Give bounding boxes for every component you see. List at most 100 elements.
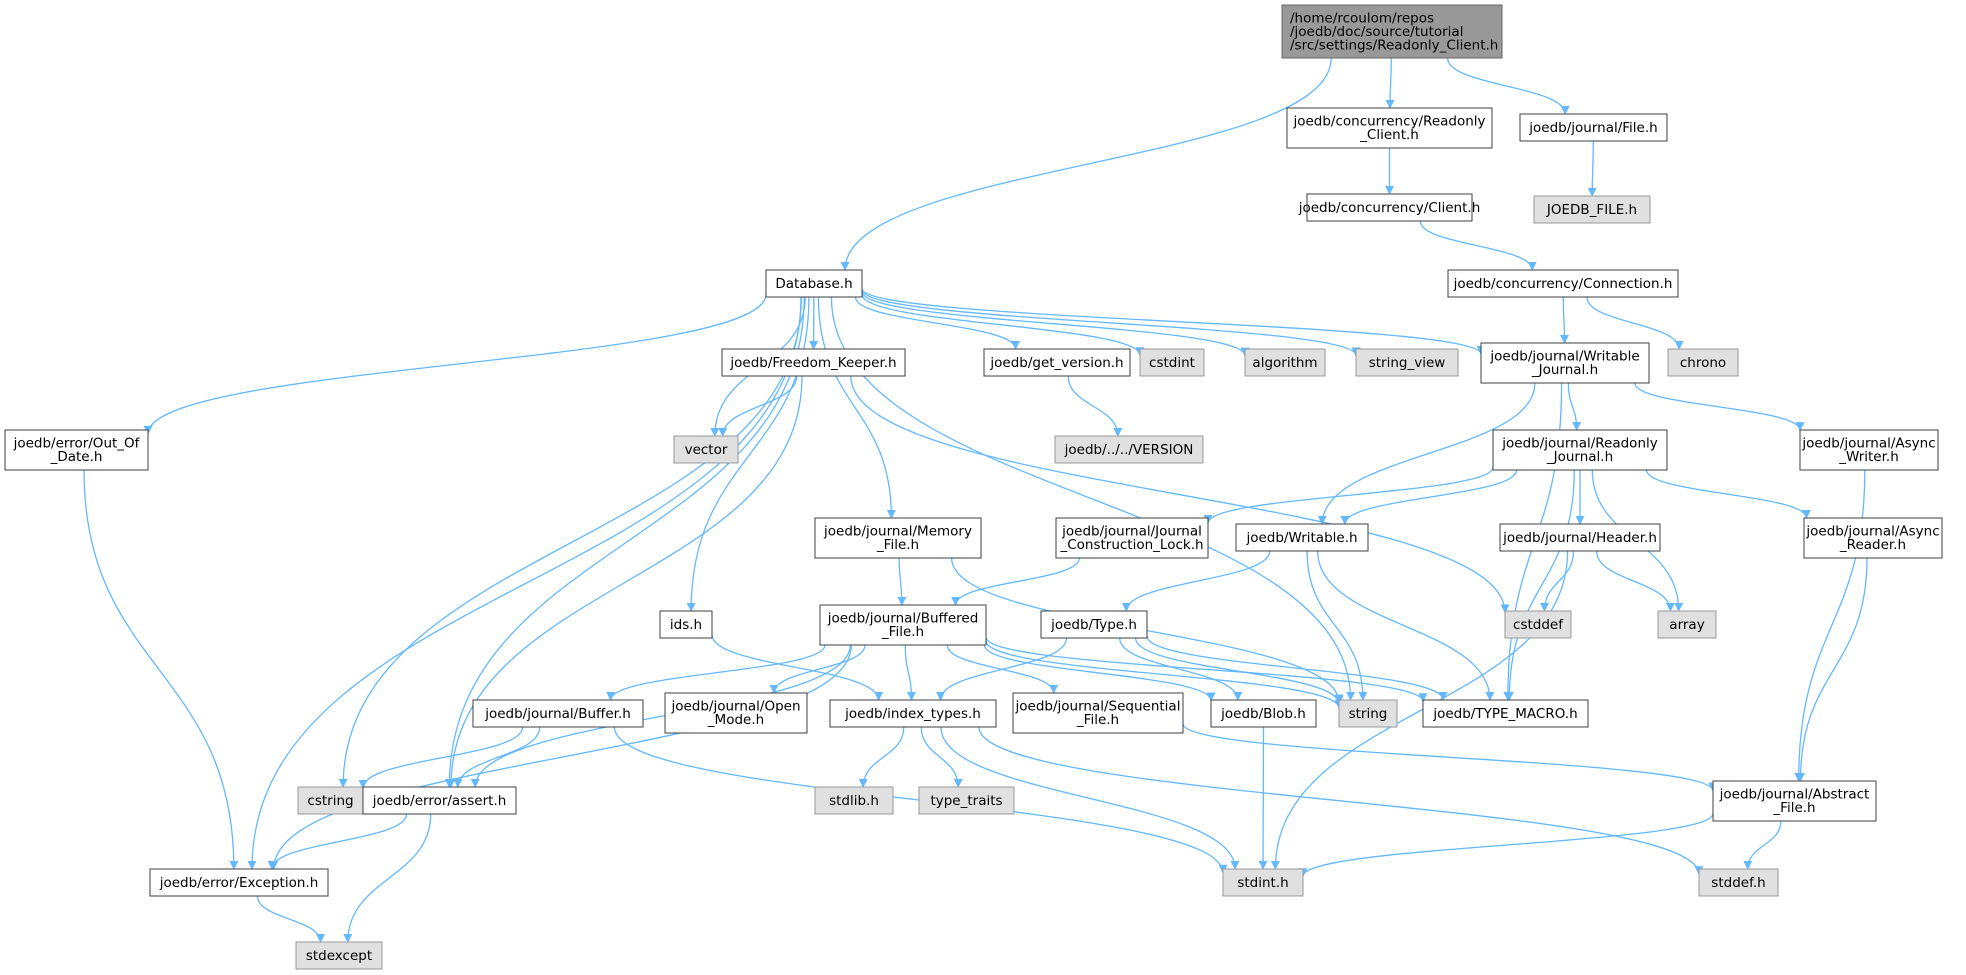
edge-freedom_keeper-to-vector [718, 375, 798, 437]
node-label-line: _Journal.h [1546, 449, 1613, 465]
node-label-line: /home/rcoulom/repos [1290, 10, 1434, 26]
node-label-line: cstring [307, 793, 353, 809]
node-get-version[interactable]: joedb/get_version.h [983, 348, 1131, 377]
node-label-line: joedb/error/assert.h [372, 793, 507, 809]
node-abstract-file[interactable]: joedb/journal/Abstract_File.h [1712, 780, 1877, 822]
edge-index_types-to-stddef_h [978, 726, 1704, 876]
edge-root-to-conc_readonly [1385, 57, 1395, 109]
node-freedom-keeper[interactable]: joedb/Freedom_Keeper.h [721, 348, 906, 377]
node-journal-file[interactable]: joedb/journal/File.h [1519, 113, 1668, 142]
node-box [4, 429, 149, 471]
node-box [819, 604, 987, 646]
node-label-line: joedb/error/Out_Of [13, 436, 141, 452]
edge-buffered_file-to-type_macro [985, 636, 1428, 703]
node-box [1447, 269, 1679, 298]
node-readonly-journal[interactable]: joedb/journal/Readonly_Journal.h [1492, 429, 1668, 471]
edge-abstract_file-to-stddef_h [1743, 820, 1782, 870]
edge-writable_journal-to-async_writer [1634, 382, 1805, 432]
node-box [1012, 692, 1184, 734]
edge-buffered_file-to-exception_h [269, 644, 853, 870]
node-stdlib: stdlib.h [814, 786, 894, 815]
node-buffered-file[interactable]: joedb/journal/Buffered_File.h [819, 604, 987, 646]
edge-abstract_file-to-stdint_h [1298, 813, 1714, 878]
node-sequential-file[interactable]: joedb/journal/Sequential_File.h [1012, 692, 1184, 734]
node-type-macro[interactable]: joedb/TYPE_MACRO.h [1422, 699, 1589, 728]
node-box [673, 435, 739, 464]
node-assert-h[interactable]: joedb/error/assert.h [362, 786, 517, 815]
edge-database-to-cstring [338, 296, 803, 788]
node-label-line: joedb/TYPE_MACRO.h [1432, 706, 1577, 722]
node-label-line: joedb/journal/Header.h [1502, 530, 1657, 546]
node-label-line: joedb/index_types.h [844, 706, 981, 722]
node-open-mode[interactable]: joedb/journal/Open_Mode.h [664, 692, 808, 734]
node-box [1338, 699, 1398, 728]
node-async-writer[interactable]: joedb/journal/Async_Writer.h [1799, 429, 1939, 471]
node-cstring: cstring [297, 786, 364, 815]
edges-layer [83, 57, 1868, 943]
node-label-line: /src/settings/Readonly_Client.h [1290, 37, 1498, 53]
edge-buffered_file-to-sequential_file [946, 644, 1059, 694]
node-label-line: stdlib.h [829, 793, 879, 809]
node-label-line: cstdint [1149, 355, 1195, 371]
node-label-line: type_traits [930, 793, 1002, 809]
node-writable-h[interactable]: joedb/Writable.h [1235, 523, 1369, 552]
edge-header_h-to-stdint_h [1270, 550, 1569, 870]
edge-get_version-to-version [1067, 375, 1123, 437]
node-box [1657, 610, 1717, 639]
node-box [295, 941, 383, 970]
node-memory-file[interactable]: joedb/journal/Memory_File.h [814, 517, 982, 559]
node-vector: vector [673, 435, 739, 464]
node-construction-lock[interactable]: joedb/journal/Journal_Construction_Lock.… [1055, 517, 1209, 559]
edge-buffer_h-to-cstring [358, 726, 524, 790]
node-version: joedb/../../VERSION [1054, 435, 1204, 464]
node-box [1480, 342, 1650, 384]
edge-writable_journal-to-readonly_journal [1567, 382, 1582, 431]
node-label-line: joedb/journal/Memory [823, 524, 972, 540]
edge-buffered_file-to-assert_h [470, 644, 851, 788]
node-conc-client[interactable]: joedb/concurrency/Client.h [1298, 193, 1481, 222]
node-label-line: _Construction_Lock.h [1059, 537, 1203, 553]
node-box [1210, 699, 1317, 728]
node-cstdint: cstdint [1139, 348, 1205, 377]
node-conc-connection[interactable]: joedb/concurrency/Connection.h [1447, 269, 1679, 298]
edge-conc_connection-to-chrono [1586, 296, 1684, 350]
node-label-line: algorithm [1252, 355, 1317, 371]
node-box [1281, 4, 1503, 59]
node-box [1235, 523, 1369, 552]
node-box [918, 786, 1015, 815]
node-box [664, 692, 808, 734]
node-index-types[interactable]: joedb/index_types.h [829, 699, 997, 728]
edge-database-to-get_version [854, 296, 1020, 350]
node-stdexcept: stdexcept [295, 941, 383, 970]
edge-database-to-algorithm [861, 291, 1250, 357]
node-root[interactable]: /home/rcoulom/repos/joedb/doc/source/tut… [1281, 4, 1503, 59]
node-blob-h[interactable]: joedb/Blob.h [1210, 699, 1317, 728]
node-buffer-h[interactable]: joedb/journal/Buffer.h [472, 699, 644, 728]
node-box [1422, 699, 1589, 728]
node-label-line: joedb/journal/Buffer.h [484, 706, 631, 722]
node-exception-h[interactable]: joedb/error/Exception.h [149, 868, 329, 897]
node-box [1055, 517, 1209, 559]
node-box [765, 269, 863, 298]
node-header-h[interactable]: joedb/journal/Header.h [1499, 523, 1661, 552]
node-label-line: _Reader.h [1839, 537, 1906, 553]
edge-freedom_keeper-to-cstddef [850, 375, 1510, 614]
edge-header_h-to-array [1595, 550, 1675, 612]
node-conc-readonly[interactable]: joedb/concurrency/Readonly_Client.h [1286, 107, 1493, 149]
node-box [472, 699, 644, 728]
node-label-line: joedb/journal/Buffered [827, 611, 979, 627]
node-ids-h[interactable]: ids.h [659, 610, 713, 639]
node-label-line: _File.h [1076, 712, 1119, 728]
node-database[interactable]: Database.h [765, 269, 863, 298]
node-out-of-date[interactable]: joedb/error/Out_Of_Date.h [4, 429, 149, 471]
node-writable-journal[interactable]: joedb/journal/Writable_Journal.h [1480, 342, 1650, 384]
edge-writable_h-to-type_h [1121, 550, 1271, 612]
edge-root-to-database [840, 57, 1332, 271]
edge-assert_h-to-exception_h [267, 813, 408, 870]
node-async-reader[interactable]: joedb/journal/Async_Reader.h [1803, 517, 1943, 559]
edge-header_h-to-cstddef [1539, 550, 1575, 612]
node-box [1667, 348, 1739, 377]
node-type-h[interactable]: joedb/Type.h [1040, 610, 1148, 639]
edge-async_reader-to-abstract_file [1795, 557, 1868, 782]
